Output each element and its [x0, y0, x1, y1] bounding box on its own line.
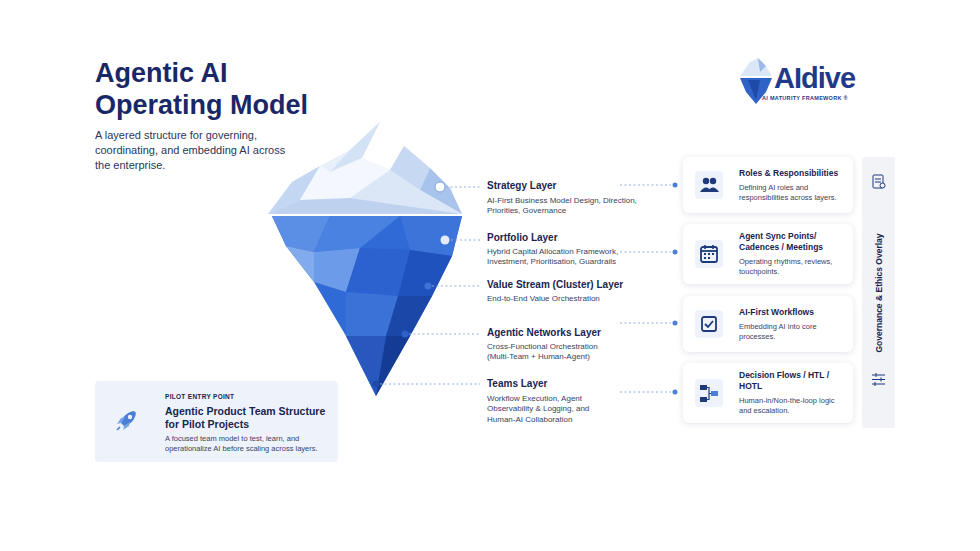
card-heading: Roles & Responsibilities: [739, 168, 845, 179]
pilot-kicker: PILOT ENTRY POINT: [165, 393, 234, 400]
layer-description: End-to-End Value Orchestration: [487, 294, 647, 304]
card-text: Decision Flows / HTL / HOTL Human-in/Non-…: [739, 370, 845, 416]
layer-description: AI-First Business Model Design, Directio…: [487, 196, 637, 217]
card-text: Agent Sync Points/ Cadences / MeetingsOp…: [739, 231, 845, 277]
layer-heading: Strategy Layer: [487, 180, 556, 193]
layer-leaders: [380, 187, 480, 384]
overlay-label: Governance & Ethics Overlay: [874, 233, 884, 352]
card-heading: Decision Flows / HTL / HOTL: [739, 370, 845, 392]
card-text: AI-First WorkflowsEmbedding AI into core…: [739, 307, 845, 342]
card-icon: [695, 240, 723, 268]
band-icon: [870, 173, 887, 194]
layer-description: Workflow Execution, Agent Observability …: [487, 394, 617, 425]
card-leaders: [620, 185, 671, 392]
layer-description: Cross-Functional Orchestration (Multi-Te…: [487, 342, 622, 363]
iceberg: [268, 122, 462, 396]
band-icon: [870, 371, 887, 392]
layer-card: Roles & ResponsibilitiesDefining AI role…: [683, 157, 853, 213]
card-description: Defining AI roles and responsibilities a…: [739, 183, 845, 203]
layer-dots: [373, 182, 450, 388]
layer-heading: Portfolio Layer: [487, 232, 558, 245]
logo-text: AIdive: [774, 60, 855, 96]
layer-description: Hybrid Capital Allocation Framework, Inv…: [487, 247, 642, 268]
card-description: Embedding AI into core processes.: [739, 322, 845, 342]
diagram-title: Agentic AI Operating Model: [95, 58, 330, 122]
overlay-band: Governance & Ethics Overlay: [862, 157, 895, 428]
card-dots: [673, 183, 678, 395]
pilot-box: PILOT ENTRY POINT Agentic Product Team St…: [95, 381, 338, 462]
card-heading: Agent Sync Points/ Cadences / Meetings: [739, 231, 845, 253]
card-icon: [695, 171, 723, 199]
layer-card: Decision Flows / HTL / HOTL Human-in/Non-…: [683, 363, 853, 423]
layer-card: Agent Sync Points/ Cadences / MeetingsOp…: [683, 224, 853, 284]
card-description: Human-in/Non-the-loop logic and escalati…: [739, 396, 845, 416]
layer-heading: Value Stream (Cluster) Layer: [487, 279, 623, 292]
subtitle: A layered structure for governing, coord…: [95, 128, 295, 173]
card-heading: AI-First Workflows: [739, 307, 845, 318]
card-icon: [695, 310, 723, 338]
card-icon: [695, 379, 723, 407]
layer-heading: Agentic Networks Layer: [487, 327, 601, 340]
logo-tagline: AI MATURITY FRAMEWORK ®: [762, 95, 848, 102]
layer-heading: Teams Layer: [487, 378, 547, 391]
rocket-icon: [112, 405, 142, 439]
pilot-heading: Agentic Product Team Structure for Pilot…: [165, 405, 330, 430]
card-text: Roles & ResponsibilitiesDefining AI role…: [739, 168, 845, 203]
layer-card: AI-First WorkflowsEmbedding AI into core…: [683, 296, 853, 352]
card-description: Operating rhythms, reviews, touchpoints.: [739, 257, 845, 277]
pilot-description: A focused team model to test, learn, and…: [165, 434, 330, 454]
